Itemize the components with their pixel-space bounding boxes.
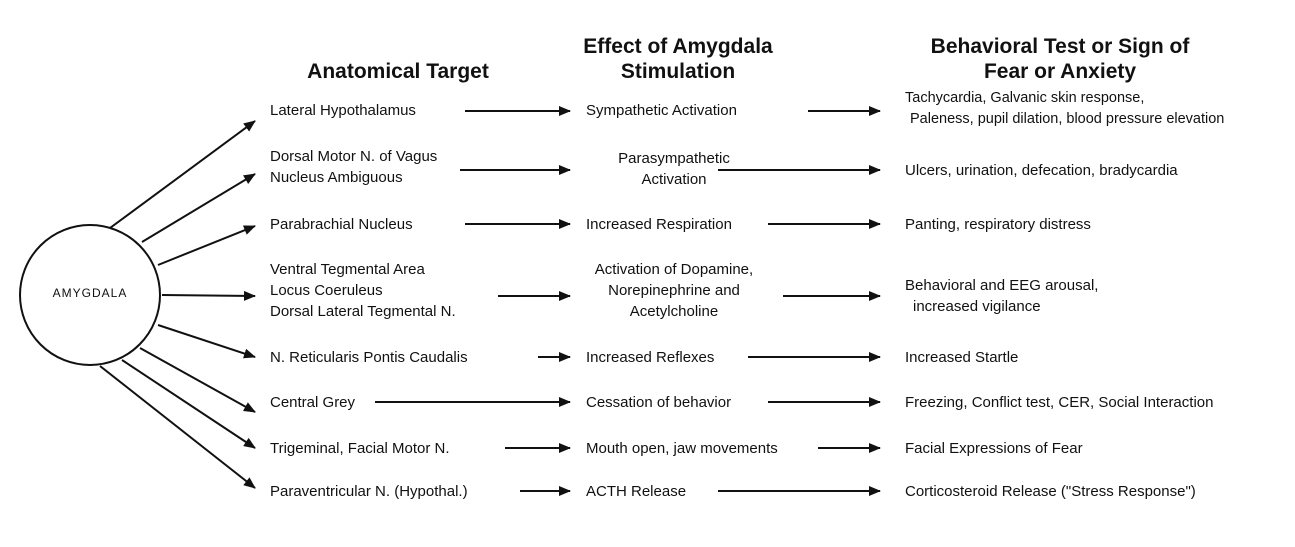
effect-label-7: Mouth open, jaw movements: [586, 438, 778, 459]
header-behavioral-test: Behavioral Test or Sign of Fear or Anxie…: [930, 35, 1190, 83]
effect-label-3: Increased Respiration: [586, 214, 732, 235]
effect-label-4-line: Acetylcholine: [629, 303, 719, 320]
result-label-2-line: Ulcers, urination, defecation, bradycard…: [905, 162, 1178, 179]
result-label-3: Panting, respiratory distress: [905, 214, 1091, 235]
result-label-8: Corticosteroid Release ("Stress Response…: [905, 481, 1196, 502]
header-effect-of-stimulation: Effect of Amygdala Stimulation: [583, 35, 773, 83]
arrow-amygdala-to-target-5: [157, 324, 256, 359]
target-label-1: Lateral Hypothalamus: [270, 100, 416, 121]
target-label-6-line: Central Grey: [270, 394, 356, 411]
arrow-amygdala-to-target-7: [121, 359, 256, 449]
arrow-amygdala-to-target-3: [157, 225, 256, 266]
result-label-4-line: Behavioral and EEG arousal,: [905, 277, 1099, 294]
target-label-4-line: Locus Coeruleus: [270, 282, 383, 299]
effect-label-6: Cessation of behavior: [586, 392, 731, 413]
arrow-amygdala-to-target-4: [161, 290, 256, 301]
effect-label-7-line: Mouth open, jaw movements: [586, 440, 778, 457]
effect-label-1-line: Sympathetic Activation: [586, 102, 737, 119]
arrow-amygdala-to-target-1: [109, 120, 256, 229]
result-label-8-line: Corticosteroid Release ("Stress Response…: [905, 483, 1196, 500]
target-label-8: Paraventricular N. (Hypothal.): [270, 481, 468, 502]
result-label-7: Facial Expressions of Fear: [905, 438, 1083, 459]
arrow-amygdala-to-target-2: [141, 173, 256, 243]
result-label-3-line: Panting, respiratory distress: [905, 216, 1091, 233]
target-label-6: Central Grey: [270, 392, 355, 413]
target-label-7: Trigeminal, Facial Motor N.: [270, 438, 450, 459]
arrow-layer: [99, 106, 881, 496]
arrow-amygdala-to-target-8: [99, 365, 256, 489]
effect-label-4-line: Activation of Dopamine,: [594, 261, 754, 278]
target-label-7-line: Trigeminal, Facial Motor N.: [270, 440, 450, 457]
result-label-1-line: Paleness, pupil dilation, blood pressure…: [910, 111, 1225, 127]
target-label-2-line: Dorsal Motor N. of Vagus: [270, 148, 438, 165]
header-anatomical-target: Anatomical Target: [307, 60, 489, 83]
result-label-6: Freezing, Conflict test, CER, Social Int…: [905, 392, 1213, 413]
result-label-5: Increased Startle: [905, 347, 1018, 368]
result-label-2: Ulcers, urination, defecation, bradycard…: [905, 160, 1178, 181]
target-label-4-line: Ventral Tegmental Area: [270, 261, 425, 278]
target-label-3-line: Parabrachial Nucleus: [270, 216, 413, 233]
result-label-4: Behavioral and EEG arousal, increased vig…: [905, 275, 1098, 317]
effect-label-2-line: Parasympathetic: [618, 150, 730, 167]
amygdala-label: AMYGDALA: [52, 286, 128, 300]
effect-label-4-line: Norepinephrine and: [608, 282, 740, 299]
amygdala-node: [19, 224, 161, 366]
result-label-4-line: increased vigilance: [913, 298, 1041, 315]
effect-label-8-line: ACTH Release: [586, 483, 687, 500]
target-label-5: N. Reticularis Pontis Caudalis: [270, 347, 468, 368]
result-label-5-line: Increased Startle: [905, 349, 1019, 366]
result-label-1: Tachycardia, Galvanic skin response, Pale…: [905, 88, 1224, 130]
result-label-6-line: Freezing, Conflict test, CER, Social Int…: [905, 394, 1214, 411]
target-label-2-line: Nucleus Ambiguous: [270, 169, 403, 186]
target-label-4-line: Dorsal Lateral Tegmental N.: [270, 303, 456, 320]
arrow-amygdala-to-target-6: [139, 347, 256, 413]
result-label-7-line: Facial Expressions of Fear: [905, 440, 1083, 457]
effect-label-2-line: Activation: [641, 171, 707, 188]
effect-label-1: Sympathetic Activation: [586, 100, 737, 121]
target-label-1-line: Lateral Hypothalamus: [270, 102, 416, 119]
effect-label-4: Activation of Dopamine, Norepinephrine an…: [574, 259, 774, 322]
result-label-1-line: Tachycardia, Galvanic skin response,: [905, 90, 1145, 106]
effect-label-8: ACTH Release: [586, 481, 686, 502]
target-label-3: Parabrachial Nucleus: [270, 214, 413, 235]
effect-label-3-line: Increased Respiration: [586, 216, 732, 233]
effect-label-5: Increased Reflexes: [586, 347, 714, 368]
target-label-5-line: N. Reticularis Pontis Caudalis: [270, 349, 468, 366]
effect-label-5-line: Increased Reflexes: [586, 349, 715, 366]
target-label-8-line: Paraventricular N. (Hypothal.): [270, 483, 468, 500]
effect-label-6-line: Cessation of behavior: [586, 394, 732, 411]
